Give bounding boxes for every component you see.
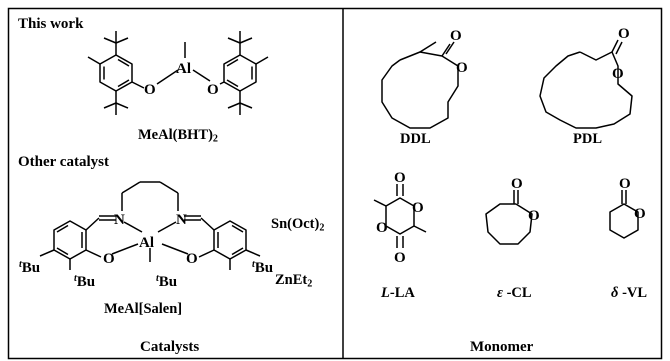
la-label: L-LA: [381, 285, 415, 301]
salen-tbu-right: tBu: [252, 259, 273, 277]
salen-tbu-lower-right: tBu: [156, 273, 177, 291]
bht-o-left: O: [144, 82, 156, 98]
salen-n-right: N: [176, 212, 187, 228]
pdl-structure: [539, 39, 633, 129]
salen-tbu-lower-left: tBu: [74, 273, 95, 291]
la-o-right: O: [412, 200, 424, 216]
salen-n-left: N: [114, 212, 125, 228]
ddl-o-carbonyl: O: [450, 28, 462, 44]
ddl-structure: [381, 41, 459, 129]
cl-o-carbonyl: O: [511, 176, 523, 192]
salen-al: Al: [139, 235, 154, 251]
this-work-heading: This work: [18, 16, 84, 32]
sn-oct-label: Sn(Oct)2: [271, 216, 325, 234]
la-o-left: O: [376, 220, 388, 236]
catalysts-title: Catalysts: [140, 339, 200, 355]
la-o-top: O: [394, 170, 406, 186]
bht-structure: [87, 31, 269, 115]
frame-border: [7, 7, 663, 360]
cl-o-ring: O: [528, 208, 540, 224]
vl-structure: [609, 190, 639, 239]
ddl-o-ring: O: [456, 60, 468, 76]
salen-o-right: O: [186, 251, 198, 267]
salen-label: MeAl[Salen]: [104, 301, 183, 317]
vl-o-ring: O: [634, 206, 646, 222]
pdl-o-carbonyl: O: [618, 26, 630, 42]
pdl-o-ring: O: [612, 66, 624, 82]
la-o-bottom: O: [394, 250, 406, 266]
bht-label: MeAl(BHT)2: [138, 127, 218, 145]
salen-tbu-left: tBu: [19, 259, 40, 277]
salen-structure: [39, 181, 261, 270]
ddl-label: DDL: [400, 131, 431, 147]
vl-label: δ -VL: [611, 285, 648, 301]
znet-label: ZnEt2: [275, 272, 313, 290]
bht-o-right: O: [207, 82, 219, 98]
cl-label: ε -CL: [497, 285, 532, 301]
monomer-title: Monomer: [470, 339, 534, 355]
bht-al: Al: [176, 61, 191, 77]
cl-structure: [485, 190, 533, 245]
other-catalyst-heading: Other catalyst: [18, 154, 109, 170]
la-structure: [373, 184, 427, 248]
pdl-label: PDL: [573, 131, 602, 147]
vl-o-carbonyl: O: [619, 176, 631, 192]
salen-o-left: O: [103, 251, 115, 267]
